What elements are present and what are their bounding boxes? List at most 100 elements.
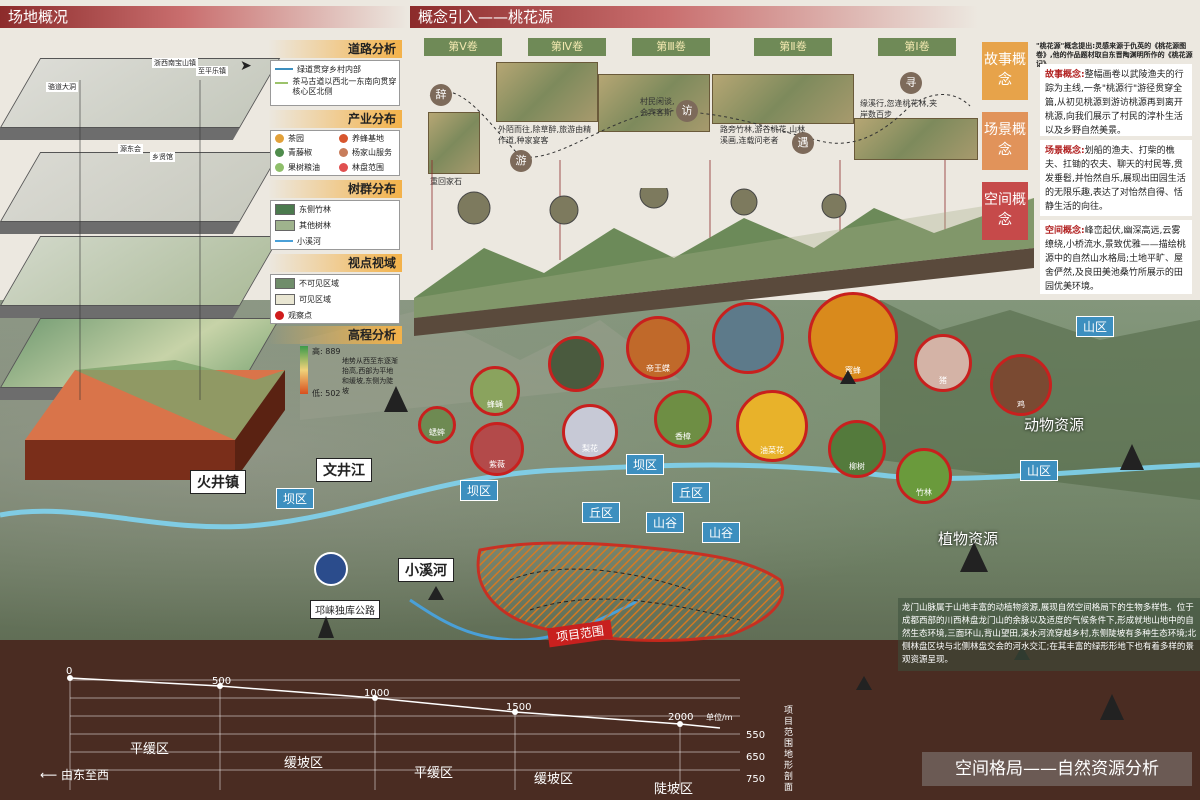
profile-unit: 单位/m bbox=[706, 713, 733, 722]
stack-label-1a: 浙西南宝山镇 bbox=[152, 58, 198, 68]
elev-high: 高: 889 bbox=[312, 347, 341, 356]
label-animal: 动物资源 bbox=[1024, 416, 1085, 434]
legend-industry: 茶园 养蜂基地 青藤椒 杨家山服务 果树粮油 林盘范围 bbox=[270, 130, 400, 176]
painting-text-2: 外陌而往,除草醉,旅游由精作道,种家宴客 bbox=[498, 125, 592, 145]
stack-label-1b: 至平乐镇 bbox=[196, 66, 228, 76]
road-line-icon bbox=[275, 82, 289, 84]
stage-you: 游 bbox=[510, 150, 532, 172]
animal-cricket: 蟋蟀 bbox=[418, 406, 456, 444]
legend-elev-title: 高程分析 bbox=[268, 326, 402, 344]
painting-text-4: 路旁竹林,游谷桃花,山林溪画,连载问老者 bbox=[720, 125, 806, 145]
tab-space[interactable]: 空间概念 bbox=[982, 182, 1028, 240]
peak-marker bbox=[318, 616, 334, 638]
profile-zone-5: 陡坡区 bbox=[654, 782, 694, 797]
terrain-profile bbox=[67, 675, 740, 790]
profile-zone-2: 缓坡区 bbox=[284, 756, 324, 771]
profile-tick-1500: 1500 bbox=[506, 702, 532, 713]
animal-pig: 猪 bbox=[914, 334, 972, 392]
plant-willow: 柳树 bbox=[828, 420, 886, 478]
painting-1 bbox=[428, 112, 480, 174]
profile-tick-0: 0 bbox=[66, 666, 73, 677]
peak-marker bbox=[856, 676, 872, 690]
profile-elev-750: 750 bbox=[746, 774, 766, 785]
stack-guides bbox=[79, 80, 201, 400]
zone-ba-1: 坝区 bbox=[276, 488, 315, 509]
stack-label-2a: 源东会 bbox=[118, 144, 143, 154]
label-road: 邛崃独库公路 bbox=[310, 600, 380, 619]
north-arrow-icon: ➤ bbox=[240, 58, 252, 74]
project-area bbox=[476, 541, 784, 642]
painting-4 bbox=[712, 74, 854, 124]
profile-zone-3: 平缓区 bbox=[414, 766, 454, 781]
profile-zone-4: 缓坡区 bbox=[534, 772, 574, 787]
scene-concept: 场景概念:划船的渔夫、打柴的樵夫、扛锄的农夫、聊天的村民等,贯发垂髫,并怡然自乐… bbox=[1040, 140, 1192, 216]
peak-marker bbox=[840, 370, 856, 384]
volume-5: 第Ⅴ卷 bbox=[424, 38, 502, 56]
stage-yu: 遇 bbox=[792, 132, 814, 154]
plant-bamboo: 竹林 bbox=[896, 448, 952, 504]
volume-1: 第Ⅰ卷 bbox=[878, 38, 956, 56]
painting-text-1: 重回家石 bbox=[430, 177, 462, 186]
zone-qiu-1: 丘区 bbox=[582, 502, 621, 523]
profile-direction: ⟵ 由东至西 bbox=[40, 768, 110, 782]
legend-view: 不可见区域 可见区域 观察点 bbox=[270, 274, 400, 324]
concept-header: 概念引入——桃花源 bbox=[410, 6, 978, 28]
landscape-block bbox=[414, 188, 1034, 336]
label-xiaoxi: 小溪河 bbox=[398, 558, 454, 582]
peak-marker bbox=[1100, 694, 1124, 720]
stack-label-1c: 骆道大洞 bbox=[46, 82, 78, 92]
zone-gu-1: 山谷 bbox=[646, 512, 685, 533]
elev-low: 低: 502 bbox=[312, 389, 341, 398]
stage-ci: 辞 bbox=[430, 84, 452, 106]
volume-3: 第Ⅲ卷 bbox=[632, 38, 710, 56]
zone-mountain-1: 山区 bbox=[1076, 316, 1115, 337]
profile-elev-650: 650 bbox=[746, 752, 766, 763]
peak-marker bbox=[1120, 444, 1144, 470]
plant-pear: 梨花 bbox=[562, 404, 618, 460]
stage-fang: 访 bbox=[676, 100, 698, 122]
plant-rapeseed: 油菜花 bbox=[736, 390, 808, 462]
peak-marker bbox=[960, 542, 988, 572]
nature-description: 龙门山脉属于山地丰富的动植物资源,展现自然空间格局下的生物多样性。位于成都西部的… bbox=[898, 598, 1200, 671]
zone-ba-3: 坝区 bbox=[626, 454, 665, 475]
painting-2 bbox=[496, 62, 598, 122]
tab-story[interactable]: 故事概念 bbox=[982, 42, 1028, 100]
elev-desc: 地势从西至东逐渐抬高,西部为平地和缓坡,东侧为陡坡 bbox=[342, 357, 398, 395]
animal-bee: 蜜蜂 bbox=[808, 292, 898, 382]
animal-beetle bbox=[548, 336, 604, 392]
zone-gu-2: 山谷 bbox=[702, 522, 741, 543]
label-huojing: 火井镇 bbox=[190, 470, 246, 494]
profile-tick-500: 500 bbox=[212, 676, 232, 687]
bottom-title: 空间格局——自然资源分析 bbox=[922, 752, 1192, 786]
profile-tick-2000: 2000 bbox=[668, 712, 694, 723]
animal-fly: 蜂蝇 bbox=[470, 366, 520, 416]
zone-mountain-2: 山区 bbox=[1020, 460, 1059, 481]
layer-elevation bbox=[25, 360, 285, 480]
river-wenjing bbox=[0, 462, 1200, 530]
route-line bbox=[429, 90, 971, 158]
animal-butterfly: 帝王蝶 bbox=[626, 316, 690, 380]
plant-crape: 紫薇 bbox=[470, 422, 524, 476]
legend-trees: 东侧竹林 其他树林 小溪河 bbox=[270, 200, 400, 250]
profile-side-label: 项目范围地形剖面 bbox=[784, 706, 794, 793]
legend-industry-title: 产业分布 bbox=[268, 110, 402, 128]
profile-elev-550: 550 bbox=[746, 730, 766, 741]
legend-trees-title: 树群分布 bbox=[268, 180, 402, 198]
peak-marker bbox=[384, 386, 408, 412]
legend-road-title: 道路分析 bbox=[268, 40, 402, 58]
plant-camphor: 香樟 bbox=[654, 390, 712, 448]
elev-ramp bbox=[300, 346, 308, 394]
site-header: 场地概况 bbox=[0, 6, 408, 28]
tab-scene[interactable]: 场景概念 bbox=[982, 112, 1028, 170]
volume-2: 第Ⅱ卷 bbox=[754, 38, 832, 56]
road-line-icon bbox=[275, 68, 293, 70]
road-photo bbox=[314, 552, 348, 586]
legend-road: 绿道贯穿乡村内部 茶马古道以西北一东南向贯穿核心区北侧 bbox=[270, 60, 400, 106]
animal-chicken: 鸡 bbox=[990, 354, 1052, 416]
volume-4: 第Ⅳ卷 bbox=[528, 38, 606, 56]
peak-marker bbox=[428, 586, 444, 600]
stage-xun: 寻 bbox=[900, 72, 922, 94]
stack-label-2b: 乡贤馆 bbox=[150, 152, 175, 162]
painting-5 bbox=[854, 118, 978, 160]
painting-text-5: 缘溪行,忽逢桃花林,夹岸数百步 bbox=[860, 99, 938, 119]
